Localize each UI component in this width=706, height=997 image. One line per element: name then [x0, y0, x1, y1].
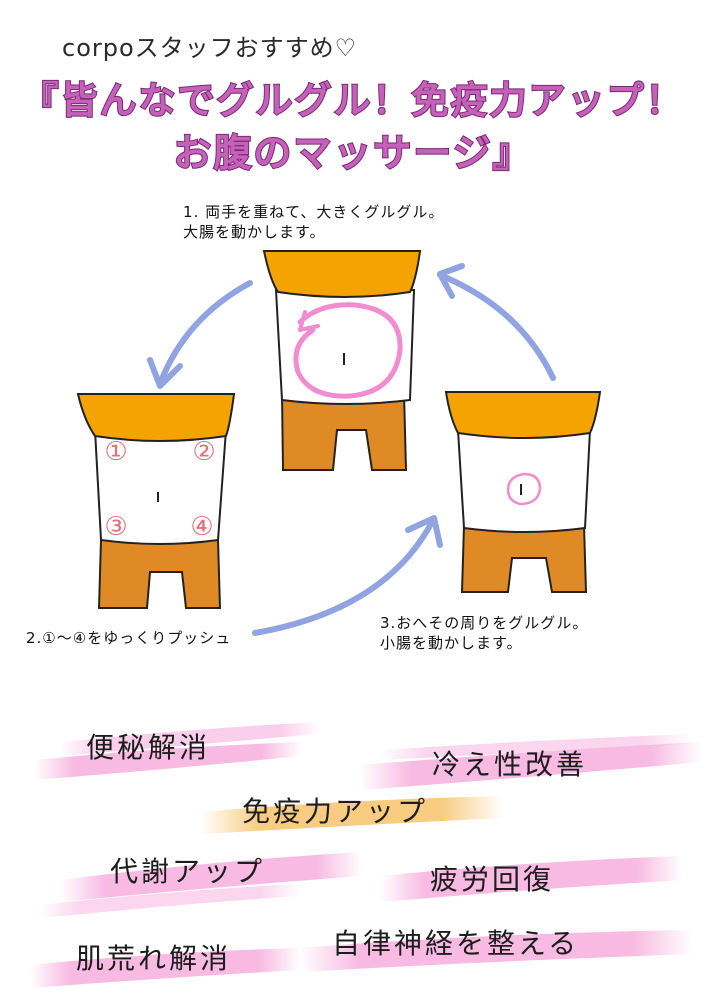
pressure-markers: ① ② ③ ④: [104, 437, 215, 542]
step1-line2: 大腸を動かします。: [183, 223, 326, 241]
step2-caption: 2.①〜④をゆっくりプッシュ: [26, 629, 232, 647]
marker-4: ④: [190, 512, 213, 542]
marker-2: ②: [192, 437, 215, 467]
arrow-step2-to-step3: [252, 519, 435, 636]
benefit-skin: 肌荒れ解消: [76, 942, 232, 975]
title-line-1: 『皆んなでグルグル！免疫力アップ！: [21, 78, 685, 123]
torso-step2: [76, 393, 236, 609]
massage-circle-small: [506, 472, 542, 506]
highlight-strokes: [30, 722, 702, 988]
arrow-step1-to-step2: [157, 280, 253, 387]
flow-arrows: [147, 263, 556, 636]
pants-step3: [460, 524, 588, 593]
shirt-step1: [262, 250, 422, 298]
belly-step1: [274, 289, 416, 405]
pants-step1: [280, 392, 408, 471]
shirt-step3: [444, 391, 602, 439]
benefit-immunity: 免疫力アップ: [242, 795, 429, 828]
step1-caption: 1. 両手を重ねて、大きくグルグル。 大腸を動かします。: [183, 202, 583, 242]
benefit-cold-sensitivity: 冷え性改善: [432, 748, 588, 781]
benefit-autonomic-nerves: 自律神経を整える: [332, 927, 580, 960]
marker-1: ①: [104, 437, 127, 467]
step1-line1: 1. 両手を重ねて、大きくグルグル。: [183, 203, 445, 221]
marker-3: ③: [104, 512, 127, 542]
arrow-step3-to-step1: [437, 272, 556, 381]
massage-circle-large: [293, 302, 403, 399]
belly-step3: [456, 429, 592, 533]
step3-caption: 3.おへその周りをグルグル。 小腸を動かします。: [380, 613, 680, 653]
title-line-2: お腹のマッサージ』: [172, 130, 533, 176]
shirt-step2: [76, 393, 236, 442]
subtitle: corpoスタッフおすすめ♡: [62, 34, 358, 62]
benefit-fatigue-recovery: 疲労回復: [430, 863, 555, 896]
benefit-metabolism: 代謝アップ: [110, 855, 266, 888]
torso-step1: [262, 250, 422, 471]
benefit-constipation: 便秘解消: [86, 731, 211, 764]
step3-line1: 3.おへその周りをグルグル。: [380, 614, 589, 632]
pants-step2: [97, 539, 222, 609]
torso-step3: [444, 391, 602, 593]
belly-step2: [93, 429, 228, 545]
step3-line2: 小腸を動かします。: [380, 634, 523, 652]
